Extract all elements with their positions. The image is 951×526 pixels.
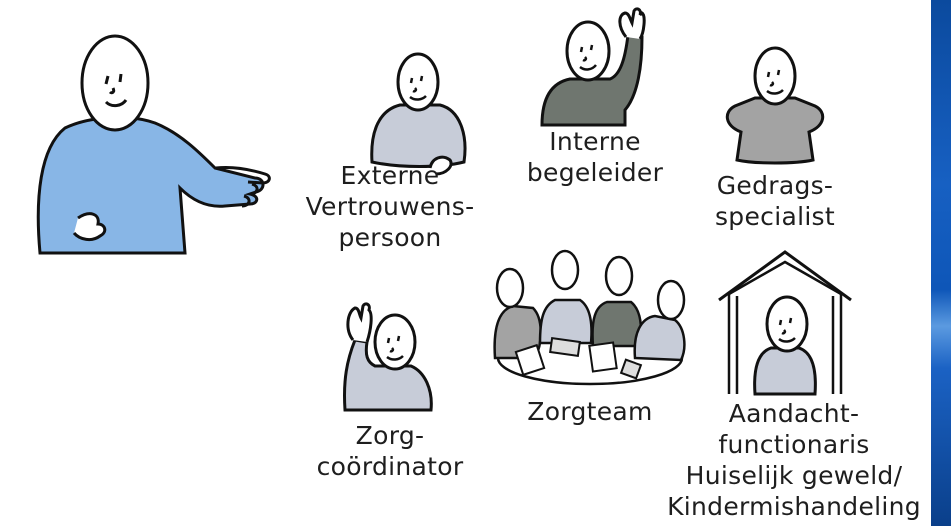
gedragsspecialist-figure xyxy=(725,46,825,165)
zorgteam-figure xyxy=(493,249,686,386)
aandachtfunctionaris-figure xyxy=(718,250,852,396)
pointing-person-figure xyxy=(36,34,271,255)
interne-begeleider-figure xyxy=(540,7,646,127)
label-zorgteam: Zorgteam xyxy=(527,397,653,426)
label-zorgcoordinator: Zorg- coördinator xyxy=(316,421,464,481)
label-aandachtfunctionaris: Aandacht- functionaris Huiselijk geweld/… xyxy=(667,399,921,521)
label-interne-begeleider: Interne begeleider xyxy=(526,127,664,187)
zorgcoordinator-figure xyxy=(343,302,433,412)
blue-sidebar-strip xyxy=(931,0,951,526)
externe-vertrouwenspersoon-figure xyxy=(370,52,467,176)
label-gedragsspecialist: Gedrags- specialist xyxy=(714,171,835,231)
label-externe-vertrouwenspersoon: Externe Vertrouwens- persoon xyxy=(305,161,475,252)
